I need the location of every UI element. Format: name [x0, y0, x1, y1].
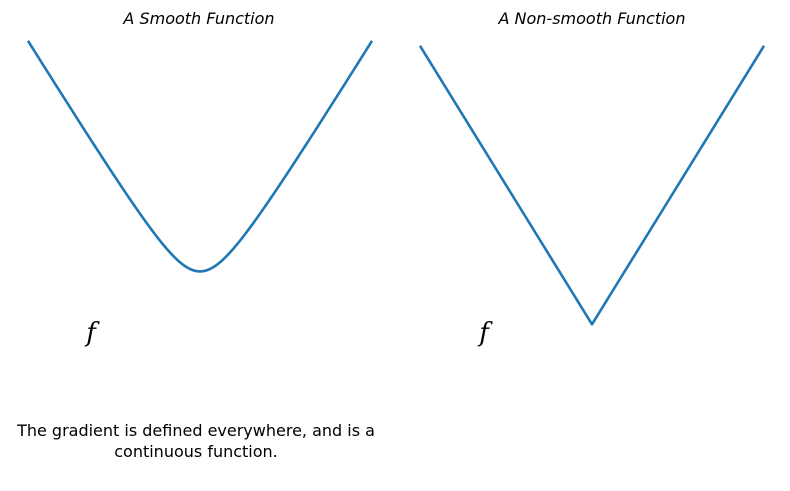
smooth-function-curve: [26, 40, 374, 273]
non-smooth-function-panel: A Non-smooth Function f: [418, 9, 766, 348]
smooth-caption-line-1: The gradient is defined everywhere, and …: [16, 421, 375, 440]
non-smooth-panel-title: A Non-smooth Function: [498, 9, 686, 28]
non-smooth-function-f-label: f: [477, 318, 493, 348]
smooth-caption-line-2: continuous function.: [114, 442, 278, 461]
smooth-function-panel: A Smooth Function f The gradient is defi…: [16, 9, 375, 461]
smooth-function-f-label: f: [84, 318, 100, 348]
non-smooth-function-curve: [418, 45, 766, 326]
smooth-panel-title: A Smooth Function: [122, 9, 274, 28]
